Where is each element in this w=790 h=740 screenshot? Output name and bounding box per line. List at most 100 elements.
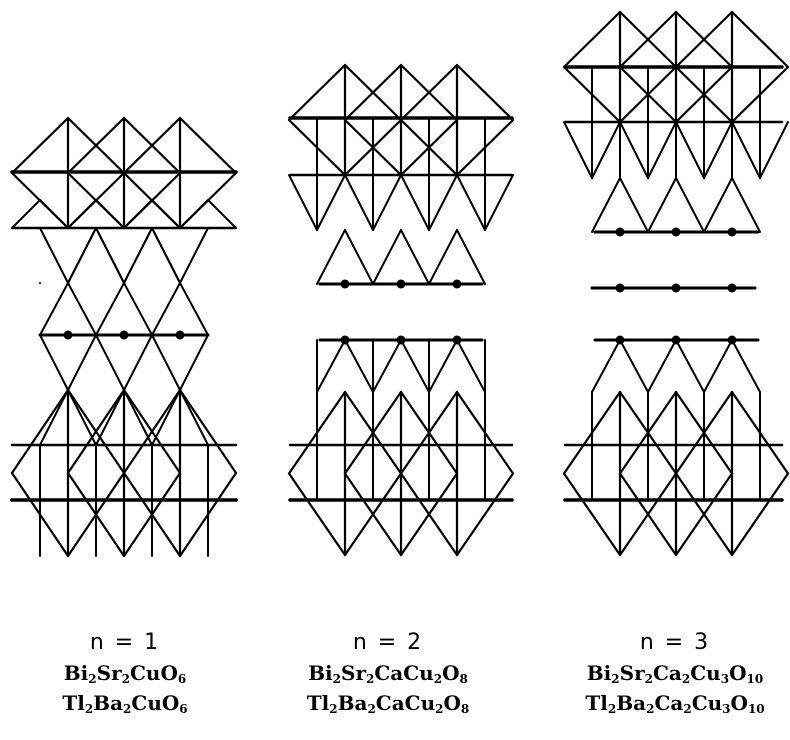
octahedron-edge [178, 388, 238, 475]
cation-atom [671, 227, 681, 237]
octahedron-edge [10, 116, 70, 175]
formula-tl: Tl2Ba2CaCu2O8 [306, 691, 470, 716]
cation-atom [340, 279, 350, 289]
octahedron-edge [343, 472, 403, 557]
pyramid-edge [591, 339, 621, 393]
cation-atom [452, 279, 462, 289]
n-label: n = 3 [639, 630, 711, 655]
octahedron-edge [343, 63, 403, 122]
pyramid-edge [123, 227, 153, 284]
octahedron-edge [66, 116, 126, 175]
pyramid-edge [456, 229, 486, 285]
octahedron-edge [456, 174, 486, 231]
pyramid-edge [428, 229, 458, 285]
pyramid-edge [39, 227, 69, 284]
octahedron-edge [618, 390, 678, 475]
cation-atom [119, 330, 129, 340]
octahedron-edge [703, 121, 733, 179]
octahedron-edge [122, 388, 182, 475]
octahedron-edge [674, 10, 734, 69]
crystal-structure-diagram [10, 10, 790, 558]
octahedron-edge [730, 390, 790, 475]
pyramid-edge [372, 339, 402, 393]
octahedron-edge [455, 390, 515, 475]
pyramid-edge [731, 177, 761, 233]
octahedron-edge [618, 10, 678, 69]
octahedron-edge [287, 390, 347, 475]
octahedron-edge [122, 116, 182, 175]
pyramid-edge [619, 177, 649, 233]
octahedron-edge [10, 388, 70, 475]
octahedron-edge [399, 472, 459, 557]
octahedron-edge [288, 174, 318, 231]
pyramid-edge [344, 339, 374, 393]
pyramid-edge [731, 339, 761, 393]
octahedron-edge [674, 390, 734, 475]
pyramid-edge [591, 177, 621, 233]
octahedron-edge [591, 121, 621, 179]
pyramid-edge [207, 199, 237, 229]
diamond-edge [123, 334, 153, 391]
pyramid-edge [95, 389, 125, 446]
pyramid-edge [400, 339, 430, 393]
octahedron-edge [316, 174, 346, 231]
pyramid-edge [179, 389, 209, 446]
pyramid-edge [316, 229, 346, 285]
octahedron-edge [400, 174, 430, 231]
cation-atom [396, 279, 406, 289]
diamond-edge [39, 282, 69, 336]
pyramid-edge [675, 177, 705, 233]
pyramid-edge [11, 199, 41, 229]
cation-atom [671, 283, 681, 293]
octahedron-edge [428, 174, 458, 231]
diamond-edge [39, 334, 69, 391]
octahedron-edge [618, 472, 678, 557]
structure-n1 [10, 116, 238, 558]
cation-atom [727, 227, 737, 237]
caption-n1: n = 1 Bi2Sr2CuO6 Tl2Ba2CuO6 [0, 628, 255, 718]
diamond-edge [151, 334, 181, 391]
octahedron-edge [66, 388, 126, 475]
pyramid-edge [179, 227, 209, 284]
pyramid-edge [400, 229, 430, 285]
pyramid-edge [316, 339, 346, 393]
cation-atom [615, 227, 625, 237]
octahedron-edge [455, 472, 515, 557]
octahedron-edge [372, 174, 402, 231]
caption-n2: n = 2 Bi2Sr2CaCu2O8 Tl2Ba2CaCu2O8 [258, 628, 518, 718]
caption-n3: n = 3 Bi2Sr2Ca2Cu3O10 Tl2Ba2Ca2Cu3O10 [545, 628, 790, 718]
pyramid-edge [67, 199, 97, 229]
pyramid-edge [703, 177, 733, 233]
n-label: n = 2 [352, 630, 424, 655]
octahedron-edge [759, 121, 789, 179]
diamond-edge [179, 282, 209, 336]
octahedron-edge [730, 10, 790, 69]
octahedron-edge [484, 174, 514, 231]
octahedron-edge [562, 472, 622, 557]
diamond-edge [123, 282, 153, 336]
diamond-edge [67, 334, 97, 391]
octahedron-edge [178, 116, 238, 175]
n-label: n = 1 [89, 630, 161, 655]
structure-n3 [562, 10, 790, 557]
octahedron-edge [287, 472, 347, 557]
octahedron-edge [619, 121, 649, 179]
formula-tl: Tl2Ba2CuO6 [62, 691, 188, 716]
pyramid-edge [619, 339, 649, 393]
cation-atom [63, 330, 73, 340]
diamond-edge [95, 334, 125, 391]
octahedron-edge [731, 121, 761, 179]
octahedron-edge [562, 390, 622, 475]
pyramid-edge [151, 389, 181, 446]
pyramid-edge [67, 389, 97, 446]
pyramid-edge [372, 229, 402, 285]
octahedron-edge [344, 174, 374, 231]
formula-bi: Bi2Sr2CuO6 [63, 661, 187, 686]
pyramid-edge [67, 227, 97, 284]
diamond-edge [95, 282, 125, 336]
octahedron-edge [399, 390, 459, 475]
octahedron-edge [563, 121, 593, 179]
octahedron-edge [675, 121, 705, 179]
cation-atom [727, 283, 737, 293]
pyramid-edge [39, 199, 69, 229]
